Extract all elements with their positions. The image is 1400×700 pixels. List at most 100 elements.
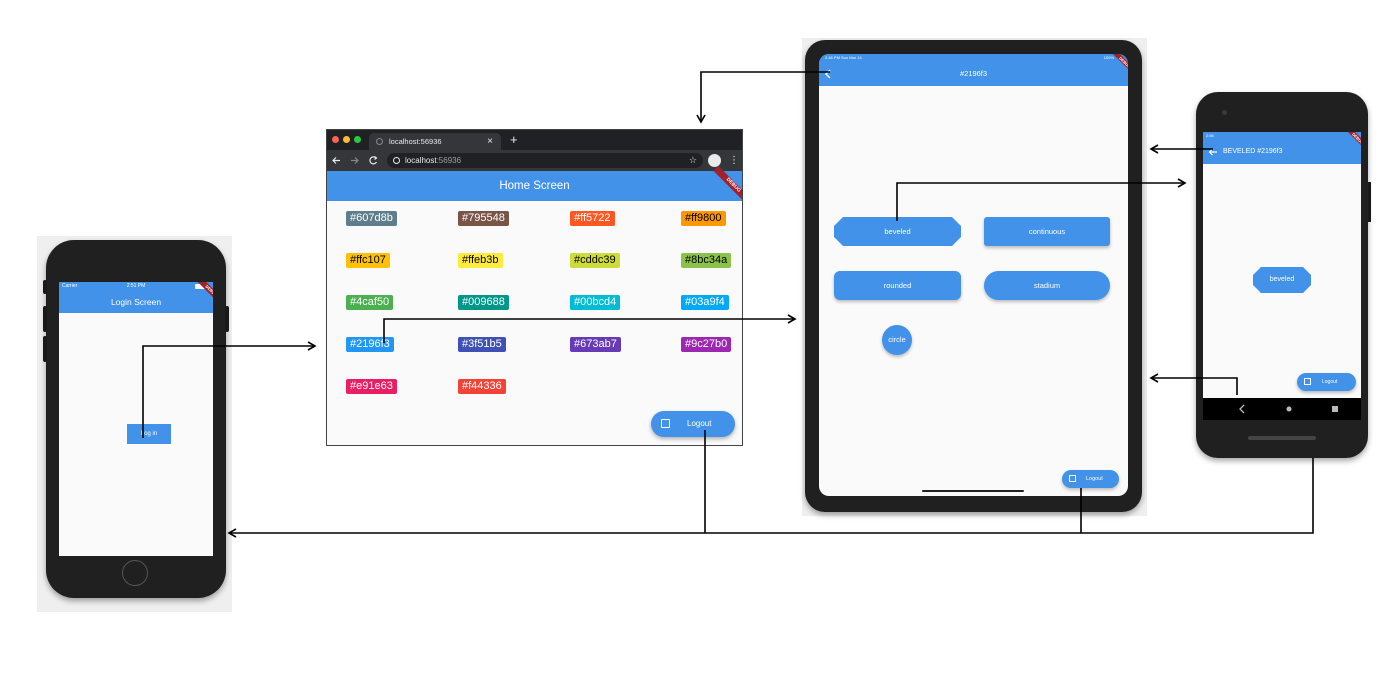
forward-icon bbox=[351, 157, 359, 164]
color-chip[interactable]: #9c27b0 bbox=[681, 337, 732, 352]
iphone-mute-switch bbox=[43, 280, 47, 294]
info-icon bbox=[393, 156, 400, 164]
color-chip[interactable]: #e91e63 bbox=[346, 379, 397, 394]
window-minimize-dot[interactable] bbox=[343, 136, 350, 143]
login-button[interactable]: Log in bbox=[127, 424, 171, 444]
url-port: :56936 bbox=[436, 156, 462, 165]
logout-icon bbox=[1304, 378, 1311, 385]
android-status-time: 2:56 bbox=[1206, 133, 1214, 138]
nav-icons bbox=[332, 156, 378, 165]
iphone-status-bar: Carrier 2:51 PM bbox=[59, 282, 213, 291]
beveled-button[interactable]: beveled bbox=[1253, 267, 1311, 293]
back-icon bbox=[332, 157, 340, 164]
color-chip[interactable]: #ffc107 bbox=[346, 253, 390, 268]
arrow-back-to-home bbox=[696, 71, 830, 124]
logout-button[interactable]: Logout bbox=[651, 411, 735, 437]
url-host: localhost bbox=[405, 156, 437, 165]
logout-icon bbox=[1069, 475, 1076, 482]
color-chip[interactable]: #f44336 bbox=[458, 379, 506, 394]
continuous-button[interactable]: continuous bbox=[984, 217, 1110, 246]
nav-bar-icons bbox=[1239, 404, 1338, 414]
nav-home-icon bbox=[1286, 406, 1292, 412]
tab-title: localhost:56936 bbox=[389, 137, 442, 146]
address-bar[interactable]: localhost:56936 ☆ bbox=[387, 153, 703, 168]
color-chip[interactable]: #4caf50 bbox=[346, 295, 394, 310]
color-chip[interactable]: #03a9f4 bbox=[681, 295, 729, 310]
globe-icon bbox=[376, 138, 383, 145]
ipad-battery: 100% bbox=[1103, 55, 1114, 60]
iphone-volume-up bbox=[43, 306, 47, 332]
android-app-bar: BEVELED #2196f3 bbox=[1203, 140, 1361, 164]
android-status-bar: 2:56 bbox=[1203, 132, 1361, 140]
menu-kebab-icon[interactable]: ⋮ bbox=[729, 155, 739, 166]
home-screen-title: Home Screen bbox=[499, 180, 570, 192]
iphone-screen: Carrier 2:51 PM Login Screen DEBUG Log i… bbox=[59, 282, 213, 556]
ipad-screen: 2:46 PM Sun Mar 14 100% #2196f3 DEBUG be… bbox=[819, 54, 1128, 496]
ipad-status-time: 2:46 PM Sun Mar 14 bbox=[825, 55, 862, 60]
circle-button[interactable]: circle bbox=[882, 325, 912, 355]
color-chip[interactable]: #3f51b5 bbox=[458, 337, 506, 352]
logout-label: Logout bbox=[1322, 379, 1338, 385]
profile-icon[interactable] bbox=[708, 154, 721, 167]
logout-button[interactable]: Logout bbox=[1297, 373, 1356, 391]
color-chip[interactable]: #795548 bbox=[458, 211, 509, 226]
color-chip[interactable]: #2196f3 bbox=[346, 337, 394, 352]
stadium-button[interactable]: stadium bbox=[984, 271, 1110, 300]
arrow-login-to-home bbox=[142, 341, 317, 438]
logout-label: Logout bbox=[687, 419, 712, 428]
ipad-device: 2:46 PM Sun Mar 14 100% #2196f3 DEBUG be… bbox=[805, 40, 1142, 512]
browser-tab-bar: localhost:56936 × + bbox=[327, 130, 742, 150]
battery-icon bbox=[195, 284, 205, 289]
home-indicator bbox=[922, 490, 1024, 492]
reload-arrow-icon bbox=[374, 156, 378, 160]
android-volume-button bbox=[1368, 182, 1371, 222]
nav-recents-icon bbox=[1332, 406, 1338, 412]
logout-label: Logout bbox=[1086, 476, 1103, 482]
color-chip[interactable]: #8bc34a bbox=[681, 253, 732, 268]
rounded-button[interactable]: rounded bbox=[834, 271, 961, 300]
beveled-button[interactable]: beveled bbox=[834, 217, 961, 246]
color-chip[interactable]: #cddc39 bbox=[570, 253, 620, 268]
logout-icon bbox=[661, 419, 670, 428]
ipad-page-title: #2196f3 bbox=[959, 69, 988, 78]
android-device: 2:56 BEVELED #2196f3 DEBUG beveled Logou… bbox=[1196, 92, 1371, 458]
url-text: localhost:56936 bbox=[405, 153, 461, 168]
tab-close-icon[interactable]: × bbox=[487, 136, 493, 147]
color-chip[interactable]: #00bcd4 bbox=[570, 295, 621, 310]
android-nav-bar bbox=[1203, 398, 1361, 420]
logout-button[interactable]: Logout bbox=[1062, 470, 1119, 488]
android-page-title: BEVELED #2196f3 bbox=[1223, 148, 1283, 155]
iphone-time: 2:51 PM bbox=[126, 283, 146, 289]
back-arrow-icon[interactable] bbox=[1208, 147, 1218, 157]
arrow-logout-to-login bbox=[227, 458, 1314, 538]
star-icon[interactable]: ☆ bbox=[688, 155, 697, 165]
color-chip[interactable]: #ffeb3b bbox=[458, 253, 503, 268]
iphone-carrier: Carrier bbox=[62, 283, 78, 289]
iphone-app-bar: Login Screen bbox=[59, 291, 213, 313]
browser-toolbar: localhost:56936 ☆ ⋮ bbox=[327, 150, 742, 171]
window-close-dot[interactable] bbox=[332, 136, 339, 143]
color-chip[interactable]: #673ab7 bbox=[570, 337, 621, 352]
color-chip[interactable]: #009688 bbox=[458, 295, 509, 310]
android-screen: 2:56 BEVELED #2196f3 DEBUG beveled Logou… bbox=[1203, 132, 1361, 398]
color-chip[interactable]: #607d8b bbox=[346, 211, 397, 226]
arrow-color-to-shapes bbox=[383, 314, 797, 343]
ipad-app-bar: #2196f3 bbox=[819, 62, 1128, 86]
window-maximize-dot[interactable] bbox=[354, 136, 361, 143]
iphone-power-button bbox=[225, 306, 229, 332]
ipad-status-bar: 2:46 PM Sun Mar 14 100% bbox=[819, 54, 1128, 62]
new-tab-icon[interactable]: + bbox=[510, 132, 518, 147]
iphone-device: Carrier 2:51 PM Login Screen DEBUG Log i… bbox=[43, 240, 229, 598]
browser-app-bar: Home Screen bbox=[327, 171, 742, 201]
android-speaker bbox=[1248, 436, 1316, 440]
iphone-home-button[interactable] bbox=[122, 560, 148, 586]
arrow-beveled-to-detail bbox=[896, 178, 1187, 221]
browser-tab[interactable]: localhost:56936 × bbox=[369, 133, 501, 150]
color-chip[interactable]: #ff9800 bbox=[681, 211, 726, 226]
iphone-volume-down bbox=[43, 336, 47, 362]
browser-window: localhost:56936 × + localhost:56936 ☆ ⋮ … bbox=[326, 129, 743, 446]
nav-back-icon bbox=[1239, 404, 1245, 414]
color-chip[interactable]: #ff5722 bbox=[570, 211, 615, 226]
arrow-detail-logout bbox=[1149, 373, 1238, 395]
